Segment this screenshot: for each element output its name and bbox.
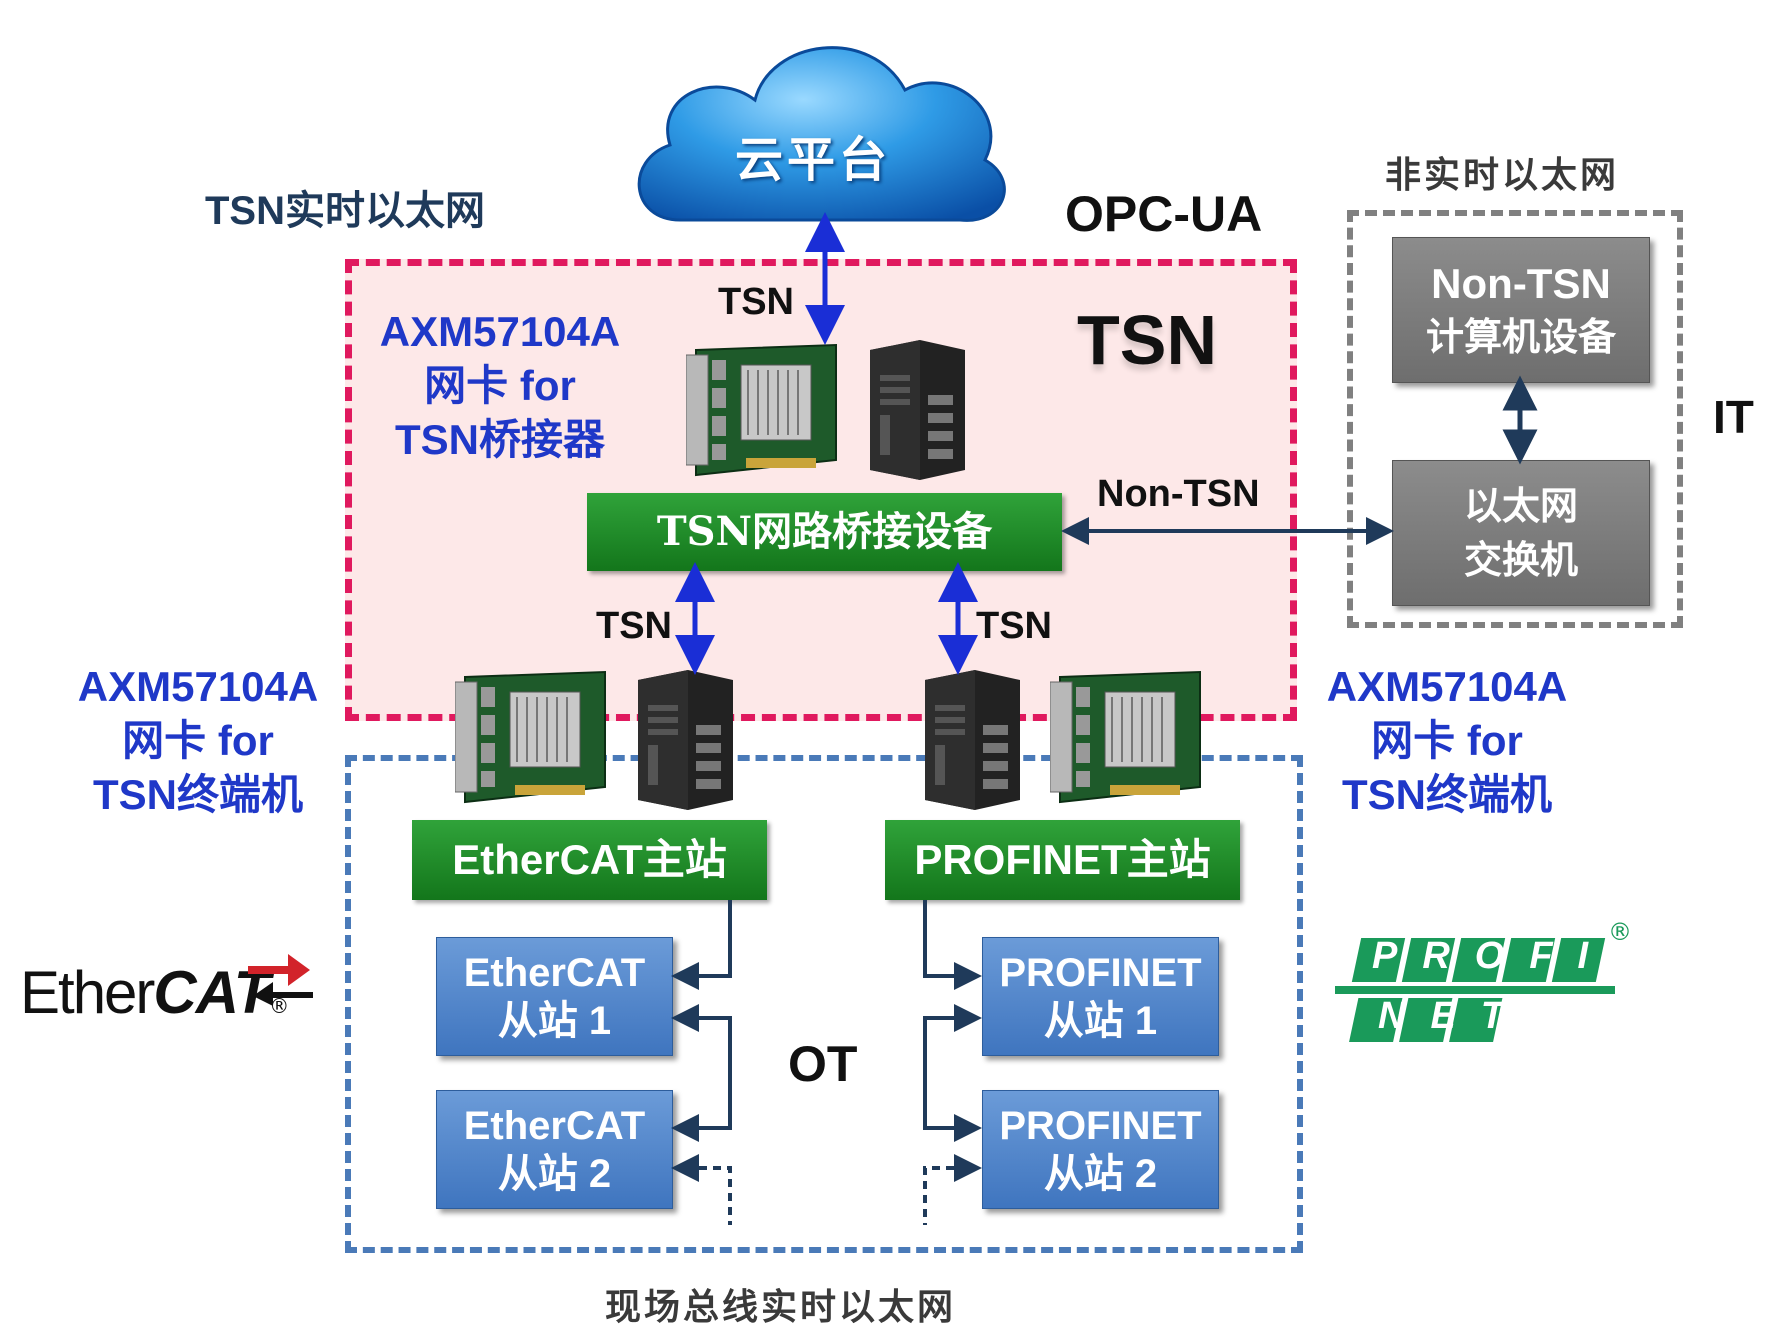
industrial-pc-icon — [638, 670, 733, 810]
ethercat-slave-1-box: EtherCAT 从站 1 — [436, 937, 673, 1056]
cloud-icon — [637, 46, 1006, 222]
ethercat-slave-1-line2: 从站 1 — [497, 998, 612, 1043]
ethercat-arrows-icon — [248, 954, 313, 1006]
bridge-card-label: AXM57104A 网卡 for TSN桥接器 — [365, 305, 635, 467]
non-tsn-computer-box: Non-TSN 计算机设备 — [1392, 237, 1650, 383]
ethercat-master-box: EtherCAT主站 — [412, 820, 767, 900]
ethercat-slave-2-box: EtherCAT 从站 2 — [436, 1090, 673, 1209]
profinet-slave-1-line1: PROFINET — [999, 950, 1202, 995]
network-card-icon — [686, 343, 837, 477]
industrial-pc-icon — [925, 670, 1020, 810]
ethercat-master-label: EtherCAT主站 — [452, 836, 727, 883]
cloud-label: 云平台 — [735, 132, 892, 188]
ethernet-switch-line2: 交换机 — [1463, 537, 1578, 582]
tsn-link-label-right: TSN — [976, 605, 1052, 647]
network-card-icon — [1050, 670, 1201, 804]
profinet-master-label: PROFINET主站 — [914, 836, 1211, 883]
non-tsn-computer-line1: Non-TSN — [1431, 260, 1611, 307]
non-realtime-ethernet-label: 非实时以太网 — [1385, 154, 1620, 196]
ethernet-switch-box: 以太网 交换机 — [1392, 460, 1650, 606]
industrial-pc-icon — [870, 340, 965, 480]
right-terminal-line1: AXM57104A — [1326, 663, 1568, 710]
ethercat-slave-2-line1: EtherCAT — [463, 1103, 646, 1148]
it-label: IT — [1713, 391, 1754, 443]
profinet-slave-2-line2: 从站 2 — [1043, 1151, 1158, 1196]
fieldbus-ethernet-label: 现场总线实时以太网 — [605, 1286, 957, 1328]
ethernet-switch-line1: 以太网 — [1463, 483, 1578, 528]
tsn-link-label-top: TSN — [718, 281, 794, 323]
profinet-registered-mark: ® — [1608, 918, 1632, 946]
left-terminal-line3: TSN终端机 — [92, 771, 303, 818]
left-terminal-line2: 网卡 for — [122, 717, 274, 764]
profinet-logo — [1335, 938, 1615, 1042]
ethercat-slave-2-line2: 从站 2 — [497, 1151, 612, 1196]
profinet-logo-top-text: PROFI — [1372, 935, 1614, 977]
ot-label: OT — [788, 1036, 858, 1092]
profinet-slave-2-box: PROFINET 从站 2 — [982, 1090, 1219, 1209]
tsn-link-label-left: TSN — [596, 605, 672, 647]
right-terminal-line2: 网卡 for — [1371, 717, 1523, 764]
tsn-bridge-device-label: TSN网路桥接设备 — [656, 508, 993, 555]
left-terminal-card-label: AXM57104A 网卡 for TSN终端机 — [58, 660, 338, 822]
non-tsn-link-label: Non-TSN — [1097, 473, 1260, 515]
ethercat-slave-1-line1: EtherCAT — [463, 950, 646, 995]
tsn-bridge-device-box: TSN网路桥接设备 — [587, 493, 1062, 571]
profinet-logo-bottom-text: NET — [1378, 995, 1529, 1037]
right-terminal-line3: TSN终端机 — [1341, 771, 1552, 818]
left-terminal-line1: AXM57104A — [77, 663, 319, 710]
profinet-master-box: PROFINET主站 — [885, 820, 1240, 900]
profinet-slave-1-line2: 从站 1 — [1043, 998, 1158, 1043]
bridge-card-line2: 网卡 for — [424, 362, 576, 409]
right-terminal-card-label: AXM57104A 网卡 for TSN终端机 — [1307, 660, 1587, 822]
profinet-slave-2-line1: PROFINET — [999, 1103, 1202, 1148]
tsn-realtime-ethernet-label: TSN实时以太网 — [205, 189, 485, 233]
ot-zone — [345, 755, 1303, 1253]
bridge-card-line1: AXM57104A — [379, 308, 621, 355]
profinet-slave-1-box: PROFINET 从站 1 — [982, 937, 1219, 1056]
bridge-card-line3: TSN桥接器 — [394, 416, 605, 463]
it-zone — [1347, 210, 1683, 628]
network-card-icon — [455, 670, 606, 804]
opc-ua-label: OPC-UA — [1065, 186, 1263, 242]
tsn-zone-title: TSN — [1077, 301, 1217, 379]
non-tsn-computer-line2: 计算机设备 — [1425, 314, 1616, 359]
